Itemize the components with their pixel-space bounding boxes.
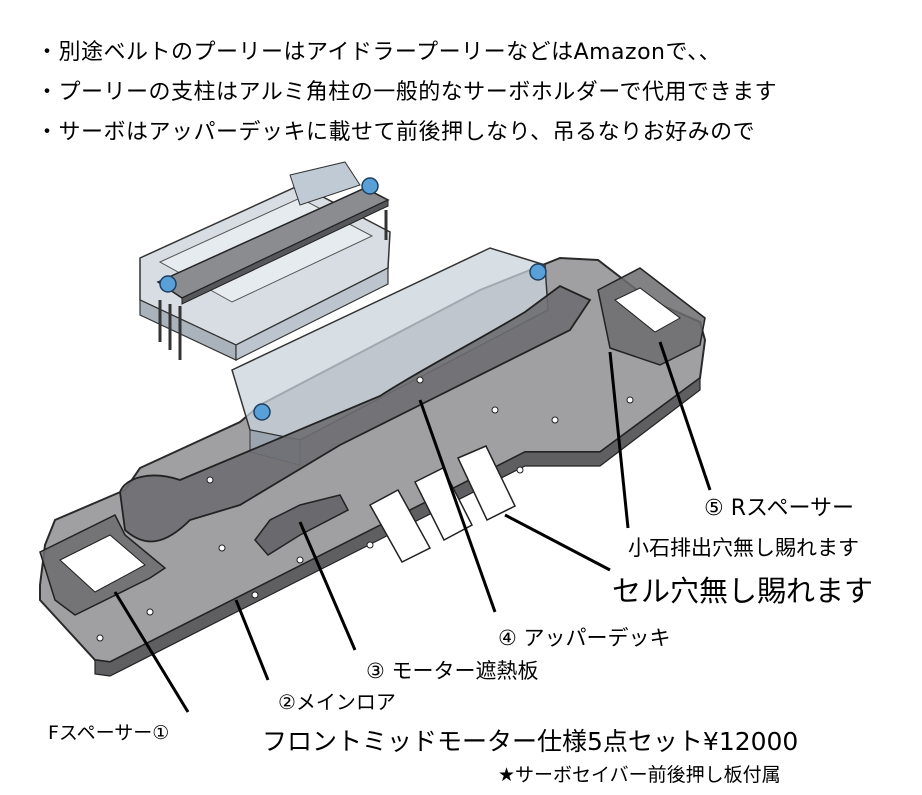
- note-servo-mount: ・サーボはアッパーデッキに載せて前後押しなり、吊るなりお好みので: [36, 120, 756, 145]
- r-spacer: [597, 267, 706, 366]
- label-cell-hole: セル穴無し賜れます: [612, 574, 874, 608]
- label-set-title: フロントミッドモーター仕様5点セット¥12000: [262, 727, 799, 756]
- cell-holes: [368, 445, 516, 563]
- leader-lines: [113, 341, 712, 713]
- screw-holes: [96, 376, 634, 642]
- label-stone-hole: 小石排出穴無し賜れます: [628, 536, 859, 560]
- servo-saver-plate: [156, 187, 390, 305]
- upper-deck: [119, 263, 592, 543]
- label-f-spacer: Fスペーサー①: [48, 722, 170, 744]
- note-belt-pulley: ・別途ベルトのプーリーはアイドラープーリーなどはAmazonで、、: [36, 40, 722, 65]
- label-main-lower: ②メインロア: [278, 690, 396, 714]
- servo-holder-posts: [158, 177, 388, 360]
- label-upper-deck: ④ アッパーデッキ: [498, 626, 671, 650]
- label-r-spacer: ⑤ Rスペーサー: [704, 496, 855, 521]
- note-pulley-post: ・プーリーの支柱はアルミ角柱の一般的なサーボホルダーで代用できます: [36, 80, 777, 105]
- f-spacer: [39, 513, 167, 616]
- label-motor-plate: ③ モーター遮熱板: [366, 659, 539, 683]
- label-servo-saver: ★サーボセイバー前後押し板付属: [498, 764, 781, 786]
